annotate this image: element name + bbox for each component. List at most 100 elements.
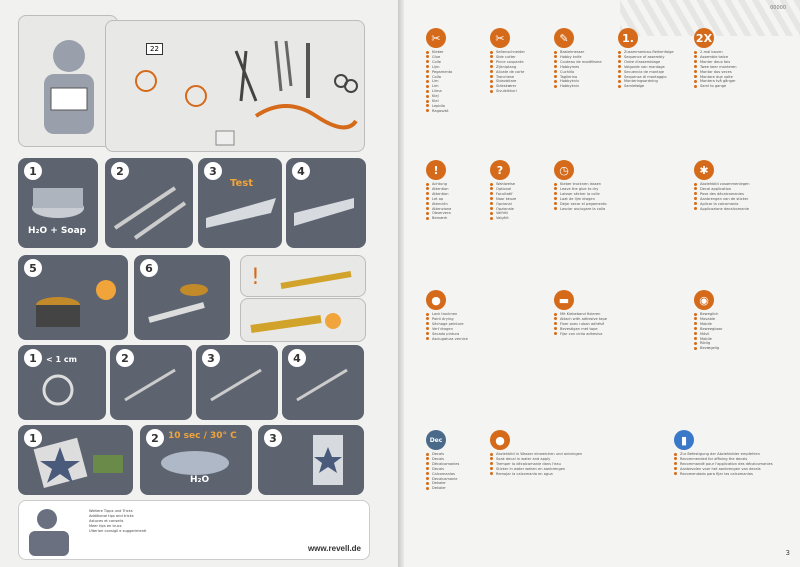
- language-bullet: [426, 89, 429, 93]
- step-number: 1: [24, 349, 42, 367]
- water-decal-step-2: 2 10 sec / 30° C H₂O: [140, 425, 252, 495]
- legend-line: Lim: [426, 84, 452, 89]
- legend-line: Optional: [490, 187, 516, 192]
- decal-sheet-illustration: [33, 437, 123, 489]
- language-bullet: [694, 202, 697, 206]
- language-bullet: [426, 332, 429, 336]
- step-number: 1: [24, 162, 42, 180]
- step-panel-5: 5: [18, 255, 128, 340]
- legend-lines: Abziehbild in Wasser einweichen und anbr…: [490, 452, 582, 477]
- legend-line: Decals: [426, 457, 459, 462]
- language-bullet: [426, 192, 429, 196]
- legend-line: Calcomanías: [426, 472, 459, 477]
- language-bullet: [490, 75, 493, 79]
- painting-illustration: [148, 284, 208, 323]
- legend-line: Pose des décalcomanies: [694, 192, 750, 197]
- legend-line: Samlefølge: [618, 84, 674, 89]
- language-bullet: [694, 182, 697, 186]
- cut-distance-illustration: [42, 374, 74, 406]
- legend-icon: ✂: [426, 28, 446, 48]
- language-bullet: [694, 317, 697, 321]
- legend-line: 2-mal bauen: [694, 50, 737, 55]
- legend-line: Zijkniptang: [490, 65, 525, 70]
- language-bullet: [554, 182, 557, 186]
- legend-icon: 2X: [694, 28, 714, 48]
- language-bullet: [490, 65, 493, 69]
- water-label: H₂O: [190, 475, 210, 485]
- legend-line: Dekaler: [426, 486, 459, 491]
- legend-line: Hobbykniv: [554, 79, 602, 84]
- legend-line: Achtung: [426, 182, 451, 187]
- language-bullet: [490, 462, 493, 466]
- tips-footer: Weitere Tipps und Tricks Additional tips…: [18, 500, 370, 560]
- legend-line: Seitenschneider: [490, 50, 525, 55]
- step-number: 3: [264, 429, 282, 447]
- legend-section: ●Abziehbild in Wasser einweichen und anb…: [490, 430, 582, 477]
- step-number: 2: [146, 429, 164, 447]
- washing-illustration: [32, 188, 84, 218]
- legend-line: Observera: [426, 211, 451, 216]
- language-bullet: [554, 55, 557, 59]
- legend-line: Valfritt: [490, 211, 516, 216]
- language-bullet: [426, 327, 429, 331]
- legend-line: Lasciar asciugare la colla: [554, 207, 607, 212]
- language-bullet: [694, 337, 697, 341]
- step-panel-1: 1 H₂O + Soap: [18, 158, 98, 248]
- language-bullet: [426, 109, 429, 113]
- language-bullet: [490, 60, 493, 64]
- legend-line: Dekaler: [426, 481, 459, 486]
- legend-line: Móvil: [694, 332, 722, 337]
- legend-line: Aanbevolen voor het aanbrengen van decal…: [674, 467, 773, 472]
- legend-line: Soak decal in water and apply: [490, 457, 582, 462]
- revell-url[interactable]: www.revell.de: [307, 544, 361, 553]
- legend-line: Taglierino: [554, 75, 602, 80]
- language-bullet: [426, 182, 429, 186]
- language-bullet: [554, 327, 557, 331]
- legend-line: Opcional: [490, 202, 516, 207]
- legend-line: Ordre d'assemblage: [618, 60, 674, 65]
- step-number: 4: [292, 162, 310, 180]
- language-bullet: [490, 207, 493, 211]
- paint-step-panel-a: !: [240, 255, 366, 297]
- step-panel-2: 2: [105, 158, 193, 248]
- legend-line: Recommended for affixing the decals: [674, 457, 773, 462]
- language-bullet: [426, 99, 429, 103]
- step-number: 1: [24, 429, 42, 447]
- language-bullet: [426, 197, 429, 201]
- legend-line: Lijm: [426, 65, 452, 70]
- legend-lines: Zur Befestigung der Abziehbilder empfehl…: [674, 452, 773, 477]
- legend-line: Decal application: [694, 187, 750, 192]
- legend-line: Fixer avec ruban adhésif: [554, 322, 607, 327]
- legend-icon: ▬: [554, 290, 574, 310]
- legend-line: Lim: [426, 79, 452, 84]
- tips-lines: Weitere Tipps und Tricks Additional tips…: [89, 509, 146, 534]
- language-bullet: [426, 75, 429, 79]
- legend-icon: Dec: [426, 430, 446, 450]
- language-bullet: [490, 467, 493, 471]
- language-bullet: [426, 481, 429, 485]
- tools-panel: 22: [105, 20, 365, 152]
- legend-line: Twee keer monteren: [694, 65, 737, 70]
- measure-label: < 1 cm: [46, 355, 77, 364]
- language-bullet: [490, 197, 493, 201]
- language-bullet: [674, 472, 677, 476]
- language-bullet: [554, 187, 557, 191]
- decal-step-1: 1 < 1 cm: [18, 345, 106, 420]
- legend-line: Lepidlo: [426, 104, 452, 109]
- language-bullet: [490, 202, 493, 206]
- language-bullet: [674, 452, 677, 456]
- language-bullet: [694, 192, 697, 196]
- language-bullet: [554, 322, 557, 326]
- legend-line: Sidavbitare: [490, 79, 525, 84]
- legend-line: Laisser sécher la colle: [554, 192, 607, 197]
- language-bullet: [618, 60, 621, 64]
- legend-line: Monter deux fois: [694, 60, 737, 65]
- language-bullet: [426, 50, 429, 54]
- legend-icon: 1.: [618, 28, 638, 48]
- legend-line: Aplicar la calcomanía: [694, 202, 750, 207]
